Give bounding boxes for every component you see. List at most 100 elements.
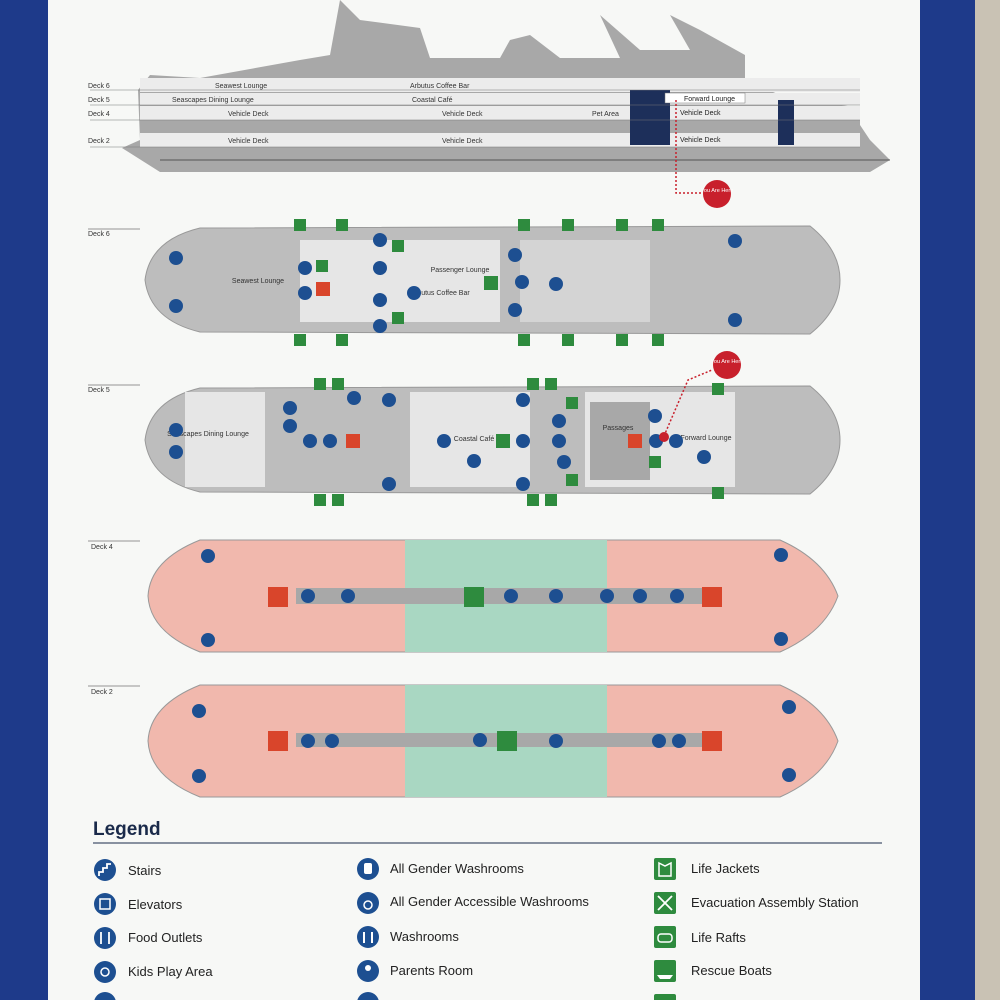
profile-deck2-label: Deck 2 [88,138,110,145]
elevator-icon [303,434,317,448]
deck6-arbutus-coffee-bar: Arbutus Coffee Bar [410,290,470,297]
washroom-icon [648,409,662,423]
life-raft-icon [336,219,348,231]
stairs-icon [325,734,339,748]
elevator-icon [552,434,566,448]
life-jacket-icon [566,474,578,486]
deck6-interior-fwd [520,240,650,322]
life-raft-icon [562,219,574,231]
rescue-boat-icon [314,494,326,506]
rescue-boat-icon [527,378,539,390]
deck6-passenger-lounge: Passenger Lounge [431,267,490,274]
elevator-icon [549,277,563,291]
life-raft-icon [294,219,306,231]
life-jacket-icon [649,456,661,468]
life-jacket-icon [392,240,404,252]
assembly-station-green-icon [484,276,498,290]
forward-lounge-box [664,92,746,104]
assembly-station-red-icon [628,434,642,448]
profile-deck6-label: Deck 6 [88,83,110,90]
accessible-toilet-icon [357,892,379,914]
life-raft-icon [712,487,724,499]
frame-left [0,0,48,1000]
life-raft-icon [652,334,664,346]
elevator-icon [552,414,566,428]
legend-all-gender-washrooms: All Gender Washrooms [390,861,524,876]
stairs-icon [382,477,396,491]
life-raft-icon [712,383,724,395]
assembly-station-green-icon [496,434,510,448]
legend-evacuation-assembly: Evacuation Assembly Station [691,895,859,910]
profile-seascapes-dining: Seascapes Dining Lounge [172,97,254,104]
stairs-icon [341,589,355,603]
kids-icon [508,303,522,317]
rescue-boat-icon [616,334,628,346]
stairwell-core-bow [778,100,794,145]
deck5-you-are-here-marker [713,351,741,379]
washroom-icon [357,926,379,948]
deck2-assembly-red-icon [268,731,288,751]
life-raft-icon [562,334,574,346]
stairs-icon [201,633,215,647]
kids-icon-glyph [100,967,110,977]
stairs-icon [201,549,215,563]
stairs-icon [652,734,666,748]
assembly-station-red-icon [346,434,360,448]
profile-vehicle-deck-4c: Vehicle Deck [680,110,721,117]
stairs-icon [94,859,116,881]
deck6-plan: Deck 6 Seawest Lounge Passenger Lounge A… [88,219,841,346]
accessible-icon-glyph [363,900,373,910]
deck6-label: Deck 6 [88,231,110,238]
deck2-band [140,133,860,147]
you-are-here-marker [703,180,731,208]
info-icon [347,391,361,405]
deck2-plan: Deck 2 [88,684,839,798]
frame-right [920,0,975,1000]
legend-food-outlets: Food Outlets [128,930,203,945]
elevator-icon [669,434,683,448]
elevator-icon [94,893,116,915]
elevator-icon [301,734,315,748]
deck5-you-are-here-dot [659,432,669,442]
food-icon-glyph [100,932,110,944]
you-are-here-leader [675,100,704,194]
life-raft-icon [518,334,530,346]
stairs-icon [298,286,312,300]
assembly-icon [332,378,344,390]
food-icon [283,419,297,433]
deck2-assembly-red-icon [702,731,722,751]
deck2-assembly-green-icon [497,731,517,751]
rescue-boat-icon [314,378,326,390]
parents-icon-glyph [365,965,371,971]
rescue-boat-icon [527,494,539,506]
deck4-plan: Deck 4 [88,539,839,653]
profile-coastal-cafe: Coastal Café [412,97,453,104]
stairs-icon [774,632,788,646]
elevator-icon [672,734,686,748]
life-raft-icon [652,219,664,231]
profile-deck5-label: Deck 5 [88,97,110,104]
elevator-icon [549,734,563,748]
legend: Legend Stairs Elevators Food Outlets Kid… [93,819,882,1000]
food-icon [407,286,421,300]
rescue-boat-glyph [657,975,673,979]
deck5-coastal-cafe: Coastal Café [454,436,495,443]
kids-icon [697,450,711,464]
rescue-boat-icon [616,219,628,231]
stairs-icon [323,434,337,448]
assembly-icon [332,494,344,506]
deck4-label: Deck 4 [91,544,113,551]
deck5-passages: Passages [603,425,634,432]
deck5-seascapes-area [185,392,265,487]
washroom-icon-glyph [363,932,373,943]
profile-vehicle-deck-2a: Vehicle Deck [228,138,269,145]
stairs-icon [169,251,183,265]
life-jacket-icon [316,260,328,272]
deck5-you-are-here-text: You Are Here [711,359,744,365]
elevator-icon [298,261,312,275]
deck4-assembly-green-icon [464,587,484,607]
washroom-icon [373,261,387,275]
stairs-icon [516,477,530,491]
elevator-icon [549,589,563,603]
